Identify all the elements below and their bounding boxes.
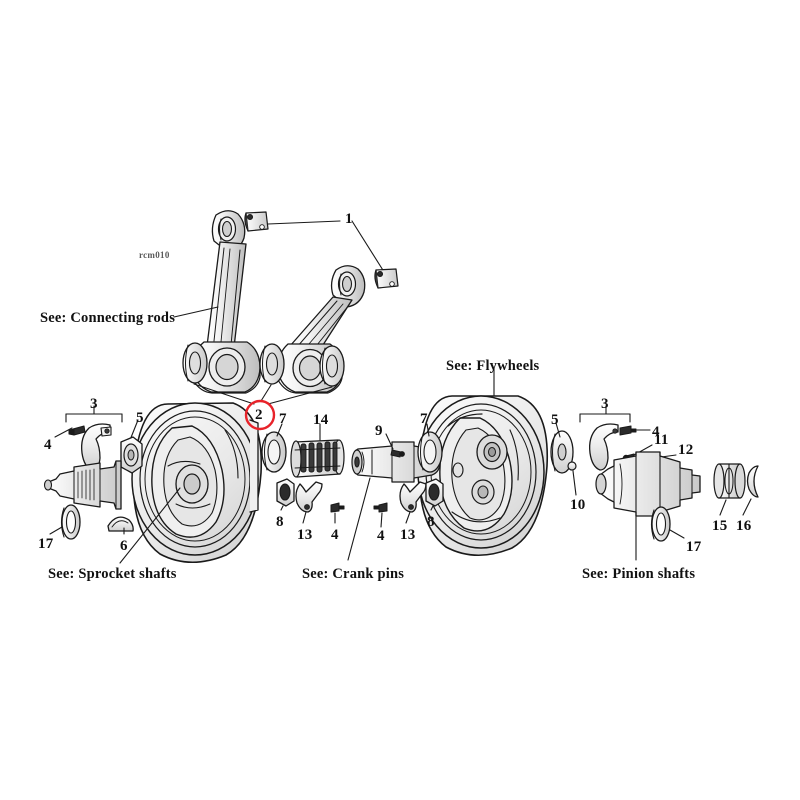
thrust-washer-rod-b: [259, 343, 285, 385]
leader-line-15: [719, 499, 727, 516]
spacer-set: [713, 463, 746, 499]
watermark-text: rcm010: [139, 250, 170, 260]
callout-number-12[interactable]: 12: [678, 442, 694, 458]
sprocket-shaft: [43, 460, 122, 510]
wrist-pin-bushing-lower: [374, 268, 399, 289]
wrist-pin-bushing-upper: [244, 211, 269, 232]
screw-item-4-right: [619, 425, 637, 436]
callout-number-8-right[interactable]: 8: [427, 514, 435, 530]
thrust-washer-rod-c: [319, 345, 345, 387]
connecting-rod-front: [192, 210, 261, 394]
callout-number-6[interactable]: 6: [120, 538, 128, 554]
nut-item-8-right: [425, 478, 444, 507]
callout-number-11[interactable]: 11: [654, 432, 669, 448]
flywheel-right: [417, 395, 549, 557]
screw-item-4-left: [68, 425, 86, 436]
leader-line-8-right: [430, 505, 434, 511]
callout-number-13-left[interactable]: 13: [297, 527, 313, 543]
washer-item-5-right: [550, 430, 574, 474]
callout-number-5-left[interactable]: 5: [136, 410, 144, 426]
leader-line-connecting-rods: [173, 306, 219, 318]
screw-item-4-center-right: [373, 502, 388, 513]
roller-bearing-cage: [290, 439, 345, 478]
leader-line-13-left: [302, 511, 307, 524]
ball-item-10: [567, 461, 577, 471]
callout-number-1[interactable]: 1: [345, 211, 353, 227]
callout-number-10[interactable]: 10: [570, 497, 586, 513]
callout-number-9[interactable]: 9: [375, 423, 383, 439]
snap-ring: [746, 465, 759, 498]
callout-number-16[interactable]: 16: [736, 518, 752, 534]
callout-number-15[interactable]: 15: [712, 518, 728, 534]
screw-item-4-center-left: [330, 502, 345, 513]
see-label-sprocket-shafts[interactable]: See: Sprocket shafts: [48, 566, 177, 582]
leader-line-7-right: [426, 423, 430, 437]
flywheel-left: [131, 402, 263, 564]
nut-item-5-left: [120, 436, 143, 474]
leader-line-1: [267, 220, 387, 276]
see-label-flywheels[interactable]: See: Flywheels: [446, 358, 540, 374]
callout-number-4-center-left[interactable]: 4: [331, 527, 339, 543]
pinion-shaft: [595, 451, 701, 517]
woodruff-key: [107, 516, 134, 532]
leader-line-9: [385, 433, 394, 450]
leader-line-10: [572, 470, 577, 496]
callout-number-4-center-right[interactable]: 4: [377, 528, 385, 544]
callout-number-7-left[interactable]: 7: [279, 411, 287, 427]
leader-line-13-right: [405, 511, 411, 524]
pin-item-9: [390, 449, 405, 458]
leader-line-5-left: [129, 419, 139, 441]
nut-item-8-left: [276, 478, 295, 507]
lock-plate-item-13-left: [295, 481, 323, 513]
leader-line-8-left: [280, 505, 284, 511]
see-label-pinion-shafts[interactable]: See: Pinion shafts: [582, 566, 696, 582]
callout-number-14[interactable]: 14: [313, 412, 329, 428]
callout-number-13-right[interactable]: 13: [400, 527, 416, 543]
bracket-item-3-left: [65, 405, 123, 423]
lock-plate-left: [81, 423, 112, 471]
see-label-connecting-rods[interactable]: See: Connecting rods: [40, 310, 176, 326]
leader-line-4-center-right: [380, 512, 383, 528]
leader-line-sprocket-shafts: [119, 487, 181, 564]
callout-number-3-right[interactable]: 3: [601, 396, 609, 412]
callout-number-17-right[interactable]: 17: [686, 539, 702, 555]
oil-seal-right: [650, 506, 671, 542]
lock-plate-item-13-right: [399, 481, 427, 513]
highlight-circle-item-2: [244, 399, 276, 431]
leader-line-7-left: [276, 423, 283, 437]
lock-plate-right: [589, 423, 619, 471]
see-label-crank-pins[interactable]: See: Crank pins: [302, 566, 405, 582]
callout-number-5-right[interactable]: 5: [551, 412, 559, 428]
callout-number-4-left[interactable]: 4: [44, 437, 52, 453]
callout-number-8-left[interactable]: 8: [276, 514, 284, 530]
callout-number-17-left[interactable]: 17: [38, 536, 54, 552]
oil-seal-left: [60, 504, 81, 540]
leader-line-17-right: [669, 529, 685, 539]
callout-number-2-highlighted[interactable]: 2: [255, 407, 263, 423]
callout-number-7-right[interactable]: 7: [420, 411, 428, 427]
callout-number-4-right[interactable]: 4: [652, 424, 660, 440]
leader-line-5-right: [555, 422, 561, 438]
thrust-washer-item-7-left: [261, 431, 287, 473]
bracket-item-3-right: [579, 405, 631, 423]
leader-line-17-left: [49, 526, 63, 535]
thrust-washer-item-7-right: [417, 431, 443, 473]
leader-line-crank-pins: [347, 477, 371, 561]
callout-number-3-left[interactable]: 3: [90, 396, 98, 412]
thrust-washer-rod-a: [182, 342, 208, 384]
leader-lines-item-2: [193, 383, 333, 405]
leader-line-16: [742, 498, 752, 516]
